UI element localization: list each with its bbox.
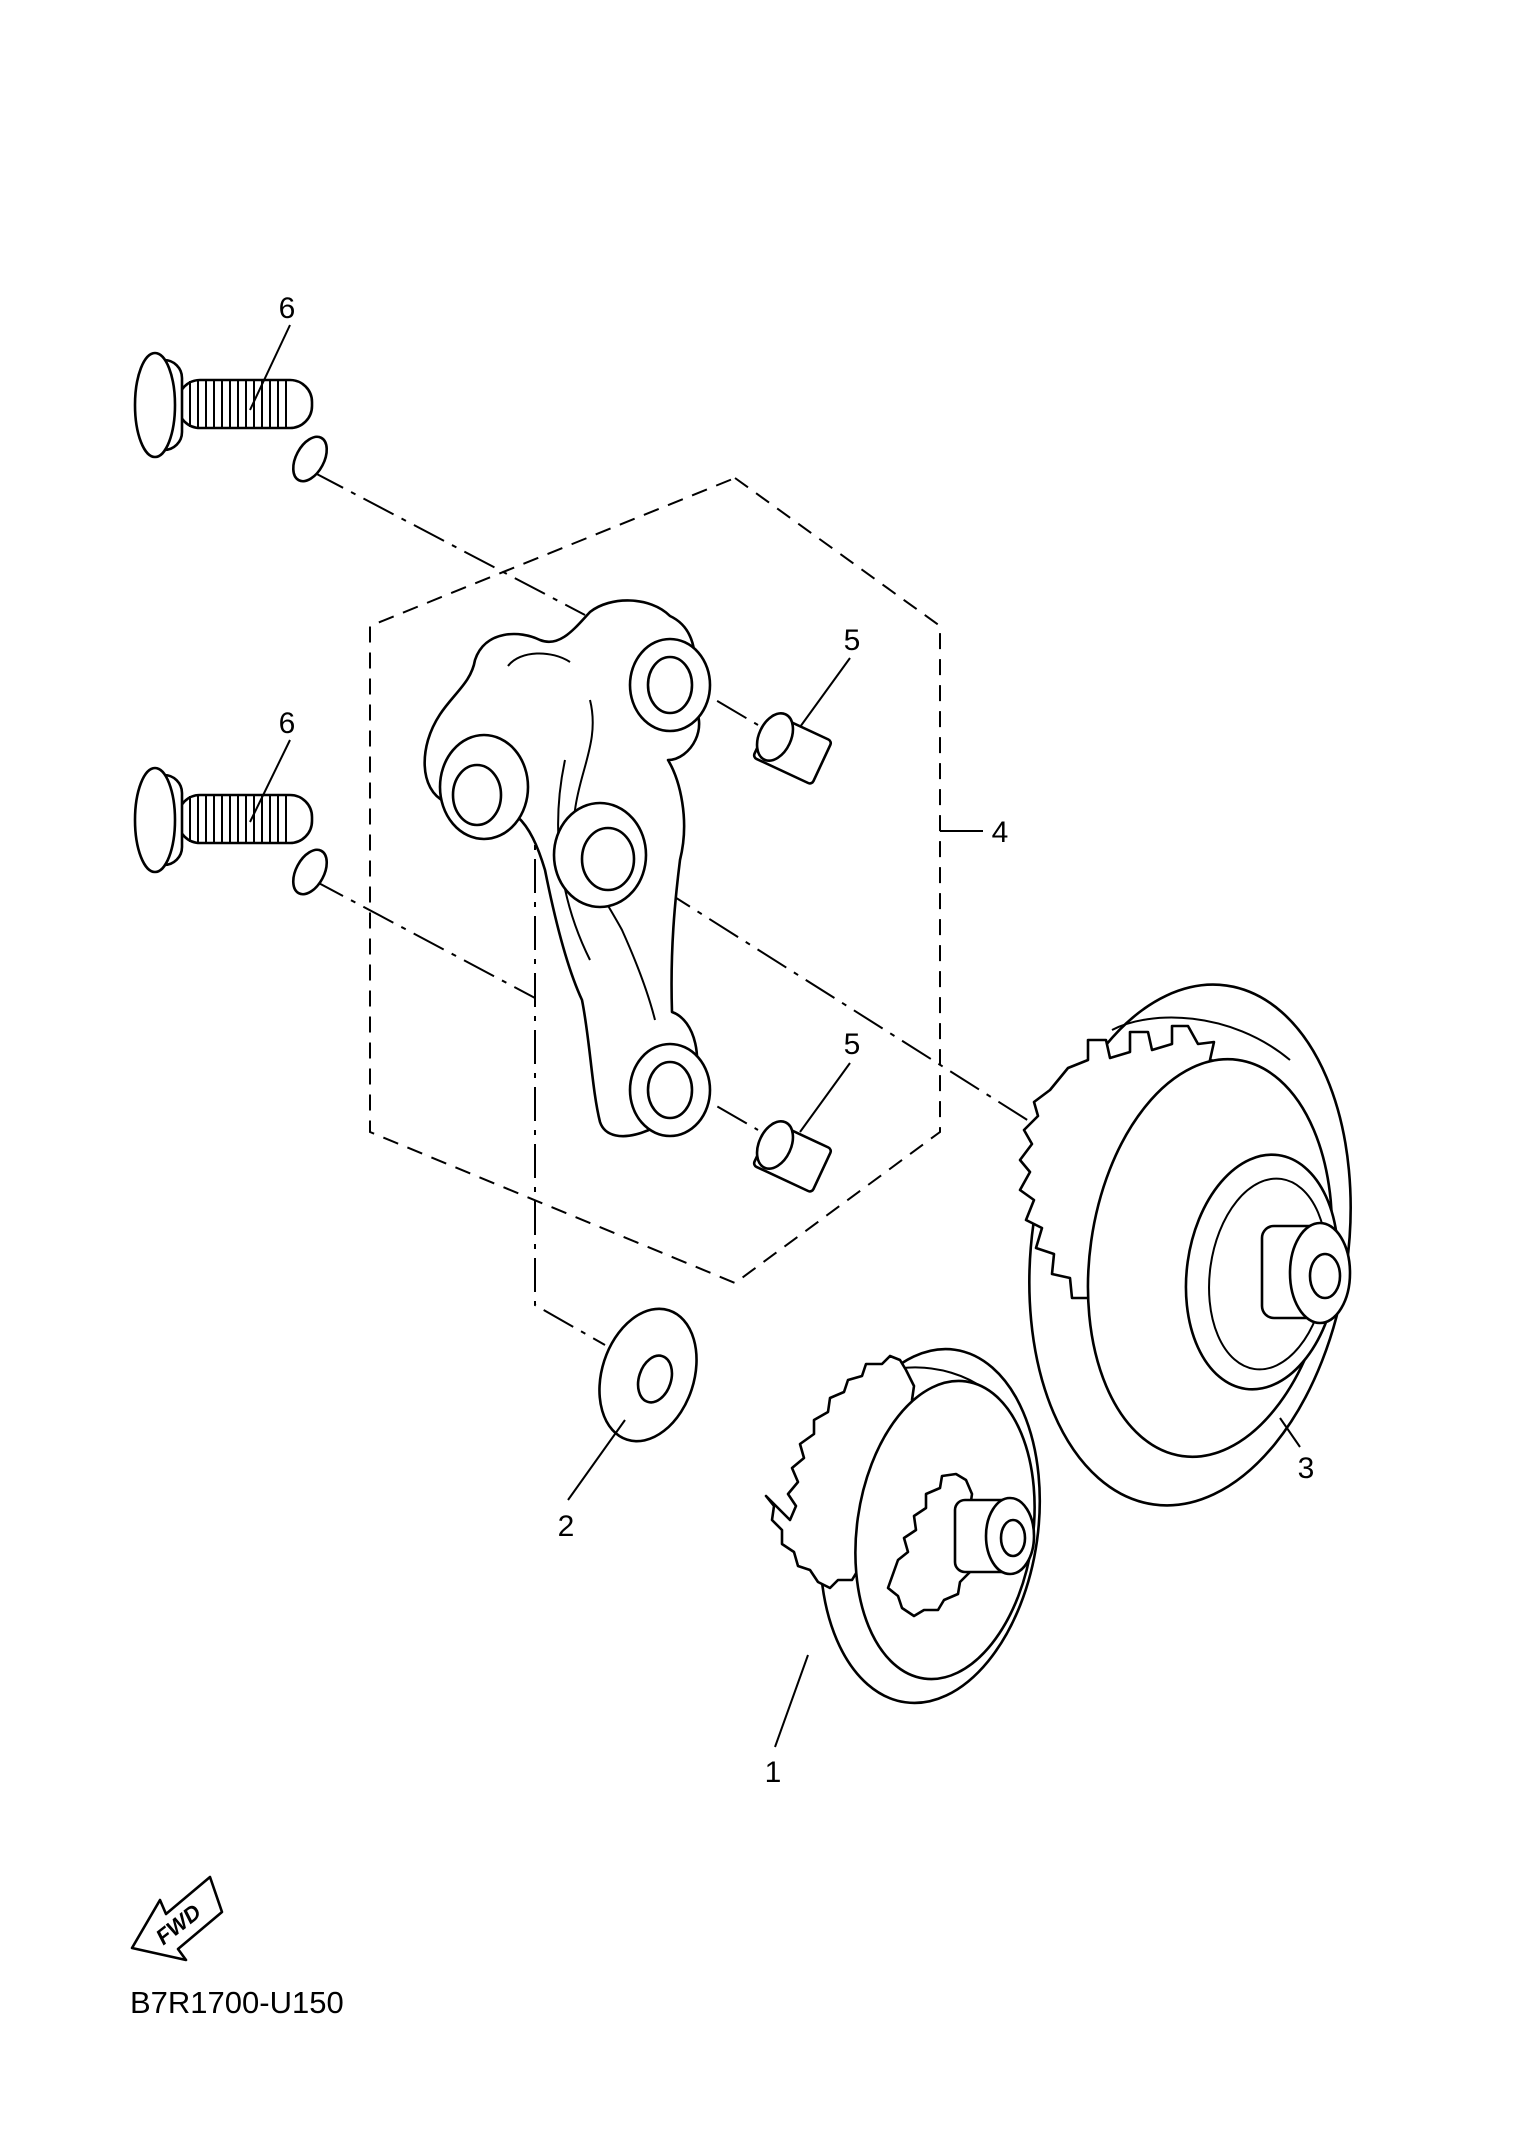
gear-3 [1018, 983, 1352, 1507]
leader-2 [567, 1419, 626, 1501]
washer-2 [598, 1307, 698, 1443]
callout-6-lower: 6 [279, 707, 296, 740]
bolt-upper-axis-line [312, 471, 586, 616]
leader-6-lower [249, 739, 291, 823]
fwd-arrow-icon: FWD [130, 1875, 224, 1962]
bracket-4 [423, 599, 712, 1138]
diagram-code: B7R1700-U150 [130, 1985, 344, 2020]
collar-5-lower [752, 1120, 833, 1193]
bolt-6-lower [133, 766, 329, 896]
leader-3 [1279, 1417, 1301, 1448]
washer-route-line [465, 757, 606, 1346]
callout-4: 4 [992, 816, 1009, 849]
gear-1 [764, 1347, 1042, 1705]
callout-1: 1 [765, 1756, 782, 1789]
leader-6-upper [249, 324, 291, 411]
callout-5-lower: 5 [844, 1028, 861, 1061]
leader-1 [774, 1654, 809, 1748]
shaft-axis-line [612, 857, 1041, 1129]
callout-2: 2 [558, 1510, 575, 1543]
callout-5-upper: 5 [844, 624, 861, 657]
bolt-lower-axis-line [312, 879, 536, 999]
leader-5-upper [799, 657, 851, 728]
leader-5-lower [799, 1062, 851, 1133]
callout-6-upper: 6 [279, 292, 296, 325]
collar-5-upper [752, 712, 833, 785]
bolt-6-upper [133, 351, 329, 483]
callout-3: 3 [1298, 1452, 1315, 1485]
